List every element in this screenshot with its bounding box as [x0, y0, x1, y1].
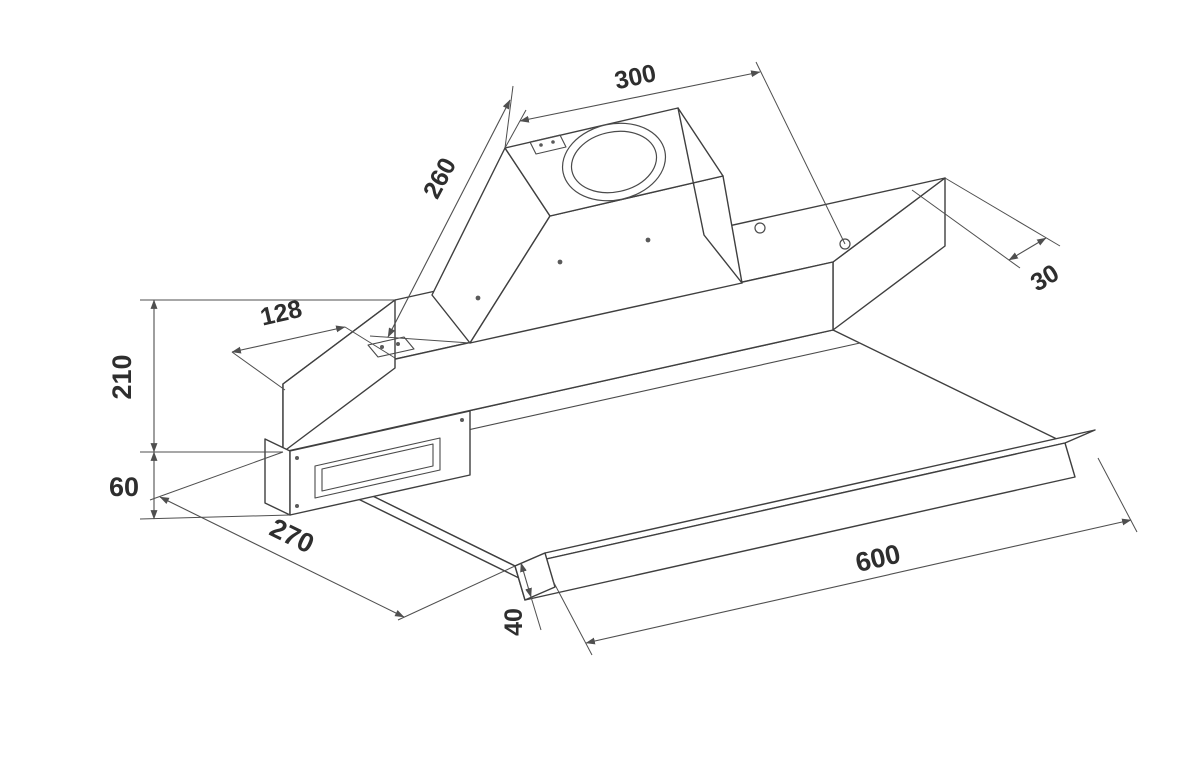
dimension-line [585, 518, 1132, 645]
dimension-60: 60 [109, 451, 291, 520]
motor-front-face [289, 410, 471, 516]
dim-label-body-height: 210 [107, 354, 137, 399]
duct-rivet [557, 259, 563, 265]
extension-line [231, 351, 286, 391]
mounting-bracket [367, 336, 415, 358]
extension-line [552, 580, 593, 656]
bracket-screw [396, 342, 400, 346]
dimension-line [519, 70, 761, 123]
mounting-hole-left [754, 222, 766, 234]
dim-label-lower-height: 60 [109, 472, 139, 502]
extension-line [149, 451, 284, 501]
extension-line [944, 177, 1061, 247]
dim-label-hood-width: 600 [853, 539, 904, 578]
extension-line [530, 596, 542, 631]
motor-screw [295, 504, 299, 508]
dim-label-rear-offset: 30 [1026, 259, 1064, 297]
extension-line [911, 189, 1021, 269]
extension-line [344, 326, 396, 359]
tab-screw [539, 143, 543, 147]
dimension-line [1008, 237, 1047, 261]
duct-right-silhouette-edge [677, 107, 743, 284]
motor-left-end-face [264, 438, 291, 516]
dim-label-duct-depth: 260 [418, 153, 462, 203]
duct-rivet [475, 295, 481, 301]
extension-line [755, 61, 846, 245]
dimension-line [231, 325, 346, 354]
motor-compartment [264, 410, 471, 516]
dimension-line [520, 562, 532, 598]
extension-line [504, 109, 527, 149]
dim-label-duct-width: 300 [612, 59, 659, 95]
extension-line [397, 565, 516, 621]
motor-screw [460, 418, 464, 422]
dim-label-front-panel-height: 40 [500, 608, 528, 636]
air-outlet-opening [570, 130, 658, 194]
bracket-screw [380, 345, 384, 349]
extension-line [139, 514, 291, 520]
extension-line [369, 335, 471, 344]
dimension-line [159, 496, 405, 618]
dimension-line [387, 99, 511, 338]
grille-outer-frame [314, 437, 441, 499]
dimension-40: 40 [500, 562, 542, 636]
grille-inner-frame [321, 443, 434, 492]
extension-line [504, 85, 514, 149]
duct-mounting-tab [529, 134, 567, 155]
extension-line [1097, 457, 1138, 533]
duct-rivet [645, 237, 651, 243]
dimension-210: 210 [107, 299, 395, 453]
motor-screw [295, 456, 299, 460]
tab-screw [551, 140, 555, 144]
